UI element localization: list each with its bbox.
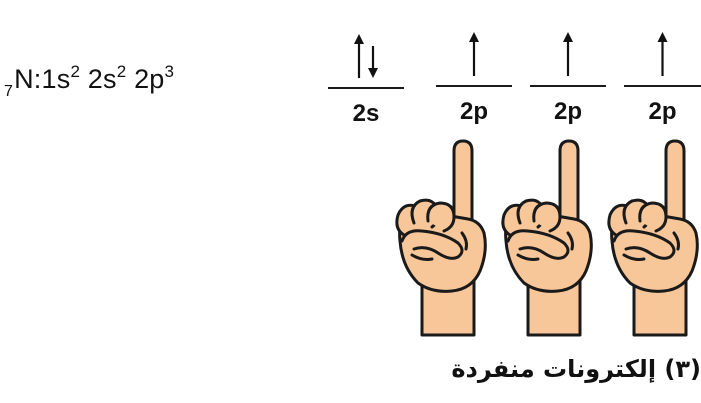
orbital-2p-1-arrows xyxy=(469,32,479,76)
pointing-up-hand-icon xyxy=(607,139,699,337)
electron-spin-up-arrow xyxy=(469,32,479,76)
orbital-2p-1-label: 2p xyxy=(459,98,488,125)
config-element-and-1s: N:1s xyxy=(14,64,71,94)
config-2p-exponent: 3 xyxy=(164,62,175,81)
config-2s: 2s xyxy=(80,64,117,94)
electron-spin-up-arrow xyxy=(657,32,668,76)
orbital-2p-3: 2p xyxy=(624,26,701,146)
orbital-2s-label: 2s xyxy=(352,100,380,127)
atomic-number-subscript: 7 xyxy=(4,83,14,100)
config-2p: 2p xyxy=(126,64,165,94)
electron-spin-up-arrow xyxy=(563,32,573,76)
electron-spin-down-arrow xyxy=(368,46,378,78)
orbital-2p-3-line xyxy=(624,85,701,87)
config-2s-exponent: 2 xyxy=(116,62,127,81)
orbital-2p-2: 2p xyxy=(530,26,606,146)
config-1s-exponent: 2 xyxy=(70,62,81,81)
electron-configuration: 7N:1s2 2s2 2p3 xyxy=(4,62,175,101)
orbital-2s-arrows xyxy=(354,34,378,78)
hands-group xyxy=(392,137,701,339)
orbital-2p-2-line xyxy=(530,85,606,87)
orbital-2s-line xyxy=(328,87,404,89)
orbital-2p-3-label: 2p xyxy=(648,98,677,125)
electron-spin-up-arrow xyxy=(354,34,364,78)
orbital-2p-3-arrows xyxy=(657,32,668,76)
orbital-2p-1-line xyxy=(436,85,512,87)
pointing-up-hand-icon xyxy=(501,139,593,337)
pointing-up-hand-icon xyxy=(395,139,487,337)
orbital-2p-2-arrows xyxy=(563,32,573,76)
orbital-2p-1: 2p xyxy=(436,26,512,146)
caption-unpaired-electrons: (٣) إلكترونات منفردة xyxy=(451,355,701,383)
orbital-2s: 2s xyxy=(328,28,404,148)
orbital-2p-2-label: 2p xyxy=(553,98,582,125)
